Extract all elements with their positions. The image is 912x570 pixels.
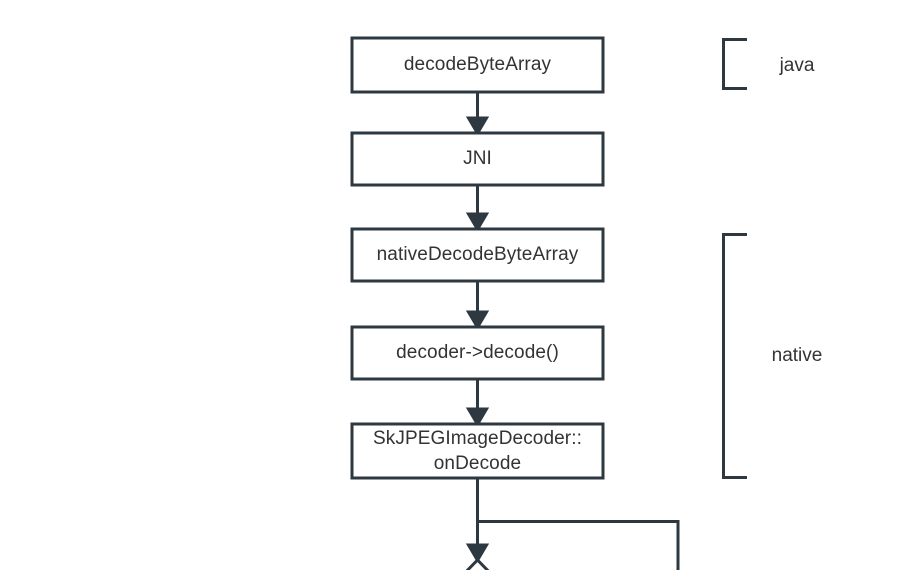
group-bracket-native bbox=[722, 233, 747, 479]
edge-skjpeg-branch-right-path bbox=[477, 520, 680, 570]
edge-skjpeg-branch-right bbox=[477, 520, 680, 570]
node-sk-jpeg-image-decoder-on-decode[interactable] bbox=[350, 422, 605, 480]
node-jni[interactable] bbox=[350, 131, 605, 187]
group-bracket-java bbox=[722, 38, 747, 90]
node-native-decode-byte-array[interactable] bbox=[350, 227, 605, 283]
decision-node-diamond bbox=[465, 557, 490, 570]
node-decode-byte-array[interactable] bbox=[350, 36, 605, 94]
node-decoder-decode[interactable] bbox=[350, 325, 605, 381]
decision-node-partial bbox=[465, 557, 490, 570]
